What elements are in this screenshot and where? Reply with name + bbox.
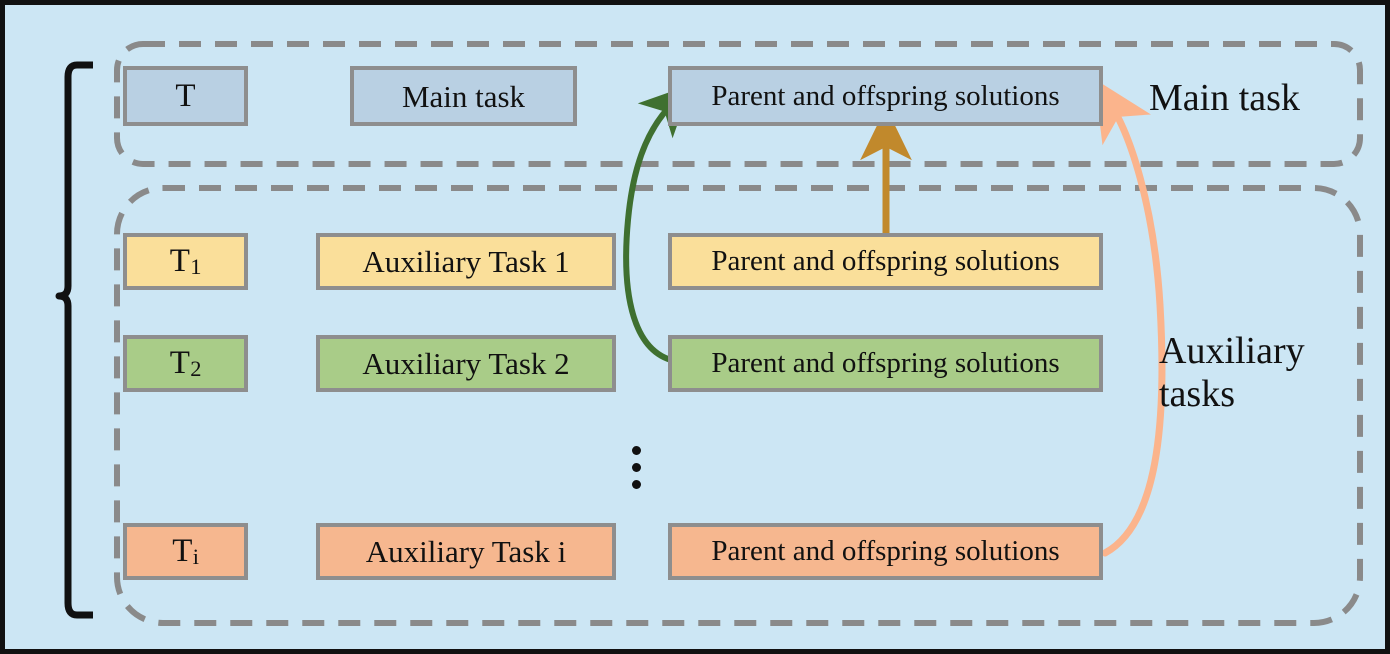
solutions-box-aux-1[interactable]: Parent and offspring solutions — [668, 233, 1103, 290]
task-box-main[interactable]: Main task — [350, 66, 577, 126]
task-box-aux-1[interactable]: Auxiliary Task 1 — [316, 233, 616, 290]
symbol-sub-aux-i: i — [192, 544, 199, 570]
symbol-box-main[interactable]: T — [123, 66, 248, 126]
task-label-aux-2: Auxiliary Task 2 — [362, 346, 570, 381]
solutions-label-main: Parent and offspring solutions — [711, 79, 1060, 112]
solutions-box-aux-i[interactable]: Parent and offspring solutions — [668, 523, 1103, 580]
auxiliary-tasks-group-label: Auxiliary tasks — [1159, 330, 1305, 415]
task-box-aux-i[interactable]: Auxiliary Task i — [316, 523, 616, 580]
solutions-label-aux-i: Parent and offspring solutions — [711, 535, 1060, 567]
symbol-label-main: T — [175, 77, 196, 114]
task-label-aux-1: Auxiliary Task 1 — [362, 244, 570, 279]
vertical-ellipsis-icon — [632, 446, 641, 489]
symbol-label-aux-2: T — [169, 345, 190, 381]
left-brace-icon — [55, 61, 93, 619]
solutions-box-main[interactable]: Parent and offspring solutions — [668, 66, 1103, 126]
symbol-label-aux-1: T — [169, 243, 190, 279]
task-label-aux-i: Auxiliary Task i — [365, 534, 567, 569]
symbol-sub-aux-2: 2 — [190, 356, 202, 382]
main-task-group-label: Main task — [1149, 77, 1300, 119]
solutions-box-aux-2[interactable]: Parent and offspring solutions — [668, 335, 1103, 392]
solutions-label-aux-1: Parent and offspring solutions — [711, 245, 1060, 277]
symbol-label-aux-i: T — [172, 533, 193, 569]
solutions-label-aux-2: Parent and offspring solutions — [711, 347, 1060, 379]
symbol-sub-aux-1: 1 — [190, 254, 202, 280]
task-label-main: Main task — [401, 78, 526, 114]
task-box-aux-2[interactable]: Auxiliary Task 2 — [316, 335, 616, 392]
arrow-salmon — [1094, 78, 1166, 557]
